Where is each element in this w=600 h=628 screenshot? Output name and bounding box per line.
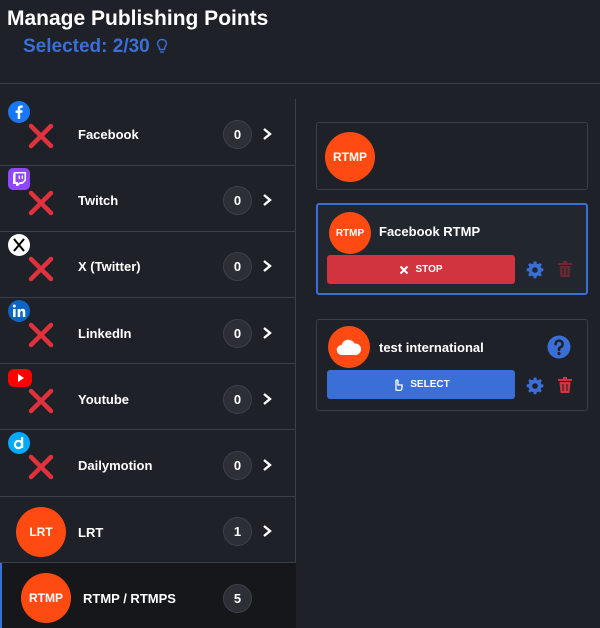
chevron-right-icon: [263, 327, 272, 339]
sidebar-item-label: LinkedIn: [78, 326, 132, 341]
platform-list: Facebook 0 Twitch 0 X (Twitter) 0 Linked…: [0, 99, 296, 628]
sidebar-item-label: Youtube: [78, 392, 130, 407]
count-badge: 1: [223, 517, 252, 546]
disconnected-x-icon: [28, 322, 54, 348]
sidebar-item-rtmp[interactable]: RTMP RTMP / RTMPS 5: [0, 563, 296, 628]
gear-icon[interactable]: [526, 377, 544, 395]
lightbulb-icon[interactable]: [156, 38, 168, 56]
linkedin-icon: [8, 300, 30, 322]
page-header: Manage Publishing Points Selected: 2/30: [0, 0, 600, 84]
chevron-right-icon: [263, 128, 272, 140]
sidebar-item-twitch[interactable]: Twitch 0: [0, 166, 296, 232]
rtmp-badge: RTMP: [329, 212, 371, 254]
disconnected-x-icon: [28, 123, 54, 149]
youtube-icon: [8, 369, 32, 387]
count-badge: 0: [223, 319, 252, 348]
sidebar-item-label: X (Twitter): [78, 259, 141, 274]
sidebar-item-lrt[interactable]: LRT LRT 1: [0, 497, 296, 563]
sidebar-item-label: LRT: [78, 525, 104, 540]
publishing-point-card[interactable]: test international SELECT: [316, 319, 588, 411]
chevron-right-icon: [263, 260, 272, 272]
sidebar-item-facebook[interactable]: Facebook 0: [0, 99, 296, 166]
help-icon[interactable]: [547, 335, 571, 359]
sidebar-item-youtube[interactable]: Youtube 0: [0, 364, 296, 430]
count-badge: 0: [223, 451, 252, 480]
count-badge: 0: [223, 120, 252, 149]
close-icon: [400, 265, 409, 274]
facebook-icon: [8, 101, 30, 123]
publishing-point-name: Facebook RTMP: [379, 224, 481, 239]
dailymotion-icon: [8, 432, 30, 454]
publishing-point-card[interactable]: RTMP Facebook RTMP STOP: [316, 203, 588, 295]
cloud-icon: [328, 326, 370, 368]
stop-button[interactable]: STOP: [327, 255, 515, 284]
disconnected-x-icon: [28, 256, 54, 282]
disconnected-x-icon: [28, 190, 54, 216]
select-button-label: SELECT: [410, 379, 450, 390]
rtmp-badge: RTMP: [21, 573, 71, 623]
category-header-card: RTMP: [316, 122, 588, 190]
chevron-right-icon: [263, 393, 272, 405]
chevron-right-icon: [263, 525, 272, 537]
chevron-right-icon: [263, 459, 272, 471]
trash-icon[interactable]: [556, 260, 574, 278]
chevron-right-icon: [263, 194, 272, 206]
trash-icon[interactable]: [556, 376, 574, 394]
sidebar-item-x-twitter[interactable]: X (Twitter) 0: [0, 232, 296, 298]
page-title: Manage Publishing Points: [7, 7, 269, 30]
rtmp-badge: RTMP: [325, 132, 375, 182]
selection-count-label: Selected: 2/30: [23, 36, 150, 57]
sidebar-item-label: Dailymotion: [78, 458, 153, 473]
disconnected-x-icon: [28, 388, 54, 414]
stop-button-label: STOP: [415, 264, 443, 275]
x-twitter-icon: [8, 234, 30, 256]
count-badge: 0: [223, 385, 252, 414]
disconnected-x-icon: [28, 454, 54, 480]
count-badge: 0: [223, 252, 252, 281]
gear-icon[interactable]: [526, 261, 544, 279]
sidebar-item-label: RTMP / RTMPS: [83, 591, 176, 606]
selection-count: Selected: 2/30: [23, 36, 168, 58]
sidebar-item-label: Twitch: [78, 193, 119, 208]
pointer-hand-icon: [395, 379, 403, 391]
sidebar-item-label: Facebook: [78, 127, 139, 142]
lrt-badge: LRT: [16, 507, 66, 557]
sidebar-item-dailymotion[interactable]: Dailymotion 0: [0, 430, 296, 497]
publishing-point-name: test international: [379, 340, 484, 355]
twitch-icon: [8, 168, 30, 190]
count-badge: 0: [223, 186, 252, 215]
select-button[interactable]: SELECT: [327, 370, 515, 399]
count-badge: 5: [223, 584, 252, 613]
sidebar-item-linkedin[interactable]: LinkedIn 0: [0, 298, 296, 364]
